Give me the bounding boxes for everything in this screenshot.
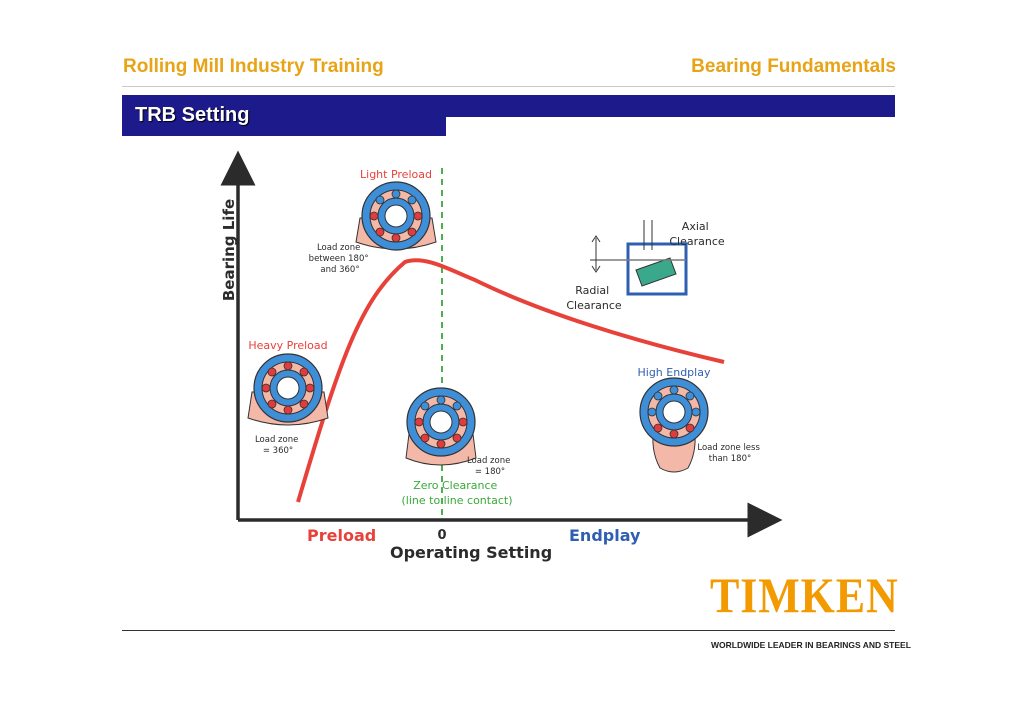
zero-clearance-bearing-icon xyxy=(405,387,477,466)
footer-tagline: WORLDWIDE LEADER IN BEARINGS AND STEEL xyxy=(711,640,911,650)
slide-title: TRB Setting xyxy=(135,104,250,126)
header-left-title: Rolling Mill Industry Training xyxy=(123,56,384,77)
footer-divider xyxy=(122,630,895,631)
x-axis-label: Operating Setting xyxy=(390,543,552,562)
endplay-label: Endplay xyxy=(569,526,641,545)
light-preload-bearing-icon xyxy=(355,181,437,251)
zero-clearance-title: Zero Clearance (line to line contact) xyxy=(402,479,513,507)
high-endplay-title: High Endplay xyxy=(638,366,711,379)
y-axis-label: Bearing Life xyxy=(220,199,238,301)
heavy-preload-bearing-icon xyxy=(247,353,329,426)
light-preload-note: Load zone between 180° and 360° xyxy=(309,243,372,275)
radial-clearance-label: Radial Clearance xyxy=(566,284,622,312)
high-endplay-note: Load zone less than 180° xyxy=(697,443,762,464)
header-divider xyxy=(122,86,895,87)
preload-label: Preload xyxy=(307,526,376,545)
header-right-title: Bearing Fundamentals xyxy=(691,56,896,77)
clearance-inset-icon xyxy=(590,220,688,296)
zero-label: 0 xyxy=(437,528,446,543)
axial-clearance-label: Axial Clearance xyxy=(669,220,725,248)
high-endplay-bearing-icon xyxy=(639,377,709,473)
zero-clearance-note: Load zone = 180° xyxy=(467,456,513,477)
bearing-life-curve xyxy=(296,258,725,503)
trb-setting-diagram: Bearing Life Preload 0 Endplay Operating… xyxy=(220,150,783,562)
title-box xyxy=(122,95,446,136)
timken-logo: TIMKEN xyxy=(710,567,899,623)
light-preload-title: Light Preload xyxy=(360,168,432,181)
heavy-preload-note: Load zone = 360° xyxy=(255,435,301,456)
heavy-preload-title: Heavy Preload xyxy=(248,339,327,352)
